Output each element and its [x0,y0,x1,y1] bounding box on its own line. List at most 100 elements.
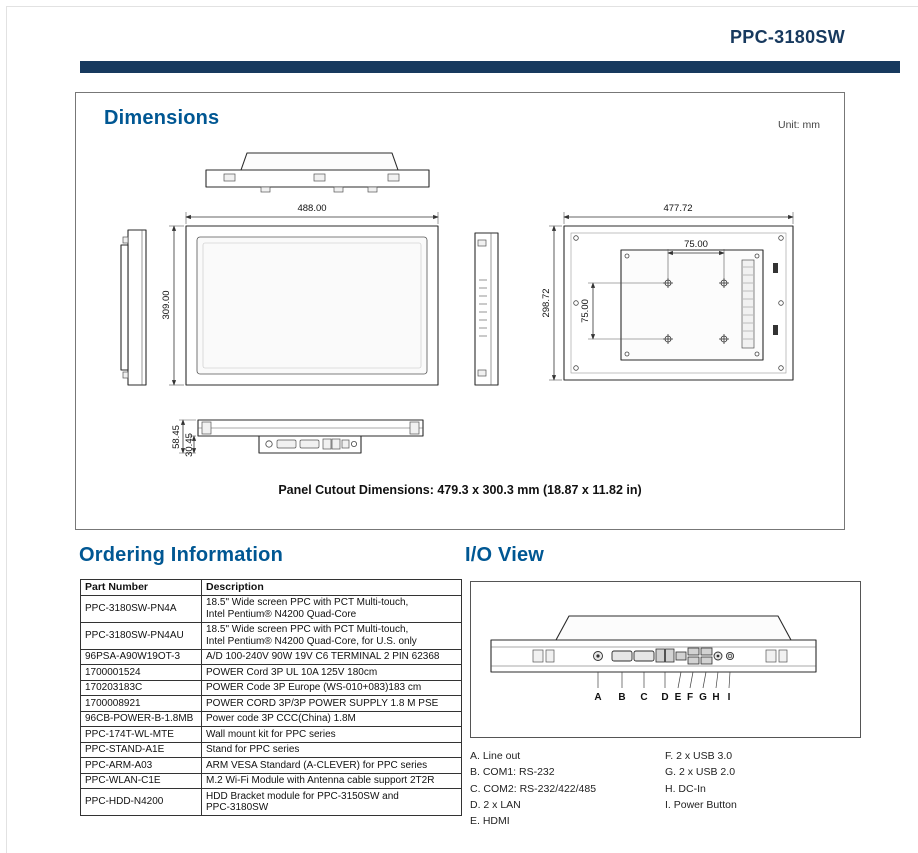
part-number-cell: 1700008921 [80,695,202,712]
right-side-view-drawing [474,232,499,386]
title-divider-bar [80,61,900,73]
io-view-panel: A B C D E F G H I [470,581,861,738]
leader-lines [597,671,731,689]
dimensions-section: Dimensions Unit: mm [75,92,845,530]
depth-total-dim: 58.45 [171,425,182,449]
port-letter-g: G [699,692,707,703]
front-width-dim: 488.00 [297,203,326,214]
io-legend-right: F. 2 x USB 3.0 G. 2 x USB 2.0 H. DC-In I… [665,748,835,813]
part-number-cell: 1700001524 [80,664,202,681]
vesa-horizontal-dim: 75.00 [684,239,708,250]
power-button [725,651,735,661]
port-letter-b: B [618,692,625,703]
part-number-cell: PPC-174T-WL-MTE [80,726,202,743]
dimensions-heading: Dimensions [104,107,220,129]
legend-item-i: I. Power Button [665,798,737,811]
com2-port [633,650,655,662]
vesa-holes [663,278,729,344]
unit-label: Unit: mm [778,119,820,131]
legend-item-b: B. COM1: RS-232 [470,766,555,779]
description-cell: 18.5" Wide screen PPC with PCT Multi-tou… [201,594,462,623]
description-cell: 18.5" Wide screen PPC with PCT Multi-tou… [201,621,462,650]
vent-lines [479,279,487,337]
port-letter-a: A [594,692,601,703]
connector-strip-hatch [743,266,753,340]
legend-item-d: D. 2 x LAN [470,798,521,811]
description-cell: Power code 3P CCC(China) 1.8M [201,710,462,727]
description-cell: ARM VESA Standard (A-CLEVER) for PPC ser… [201,757,462,774]
part-number-cell: 170203183C [80,679,202,696]
rear-width-dim: 477.72 [663,203,692,214]
usb3-port-2 [687,656,700,665]
part-number-header: Part Number [80,579,202,596]
description-cell: HDD Bracket module for PPC-3150SW and PP… [201,788,462,816]
io-port-letters: A B C D E F G H I [594,692,730,703]
io-view-drawing: A B C D E F G H I [490,615,817,703]
com1-port [611,650,633,662]
usb3-port-1 [687,647,700,656]
port-letter-e: E [675,692,682,703]
usb2-port-1 [700,647,713,656]
part-number-cell: PPC-3180SW-PN4AU [80,621,202,650]
description-cell: POWER Code 3P Europe (WS-010+083)183 cm [201,679,462,696]
lan-port-2 [665,648,675,663]
io-chassis-drawing [490,615,817,673]
legend-item-f: F. 2 x USB 3.0 [665,750,733,762]
rear-height-dim: 298.72 [541,288,552,317]
front-height-dim: 309.00 [161,290,172,319]
description-cell: Wall mount kit for PPC series [201,726,462,743]
ordering-information-heading: Ordering Information [79,544,283,566]
part-number-cell: PPC-ARM-A03 [80,757,202,774]
part-number-cell: 96PSA-A90W19OT-3 [80,648,202,665]
part-number-cell: PPC-STAND-A1E [80,741,202,758]
port-letter-d: D [661,692,668,703]
part-number-cell: 96CB-POWER-B-1.8MB [80,710,202,727]
description-cell: Stand for PPC series [201,741,462,758]
description-cell: M.2 Wi-Fi Module with Antenna cable supp… [201,772,462,789]
legend-item-g: G. 2 x USB 2.0 [665,766,736,779]
usb2-port-2 [700,656,713,665]
top-view-drawing [205,152,430,193]
bottom-view-drawing: 58.45 30.45 [171,419,424,457]
depth-body-dim: 30.45 [184,433,195,457]
table-header-row: Part Number Description [80,579,462,596]
legend-item-h: H. DC-In [665,782,706,795]
lan-port-1 [655,648,665,663]
port-letter-h: H [712,692,719,703]
part-number-cell: PPC-HDD-N4200 [80,788,202,816]
description-cell: A/D 100-240V 90W 19V C6 TERMINAL 2 PIN 6… [201,648,462,665]
part-number-cell: PPC-WLAN-C1E [80,772,202,789]
io-ports [593,647,735,665]
port-letter-i: I [728,692,731,703]
description-header: Description [201,579,462,596]
left-side-view-drawing [120,229,147,386]
legend-item-a: A. Line out [470,750,521,762]
port-letter-f: F [687,692,693,703]
legend-item-c: C. COM2: RS-232/422/485 [470,782,597,795]
io-legend-left: A. Line out B. COM1: RS-232 C. COM2: RS-… [470,748,660,829]
part-number-cell: PPC-3180SW-PN4A [80,594,202,623]
panel-cutout-dimensions: Panel Cutout Dimensions: 479.3 x 300.3 m… [278,483,642,497]
description-cell: POWER Cord 3P UL 10A 125V 180cm [201,664,462,681]
hdmi-port [675,651,687,661]
legend-item-e: E. HDMI [470,815,510,828]
port-letter-c: C [640,692,647,703]
page-title: PPC-3180SW [729,27,845,47]
dimension-drawings: 488.00 309.00 [120,152,794,457]
io-view-heading: I/O View [465,544,545,566]
front-view-drawing: 488.00 309.00 [161,203,439,386]
rear-view-drawing: 477.72 298.72 [541,203,794,381]
